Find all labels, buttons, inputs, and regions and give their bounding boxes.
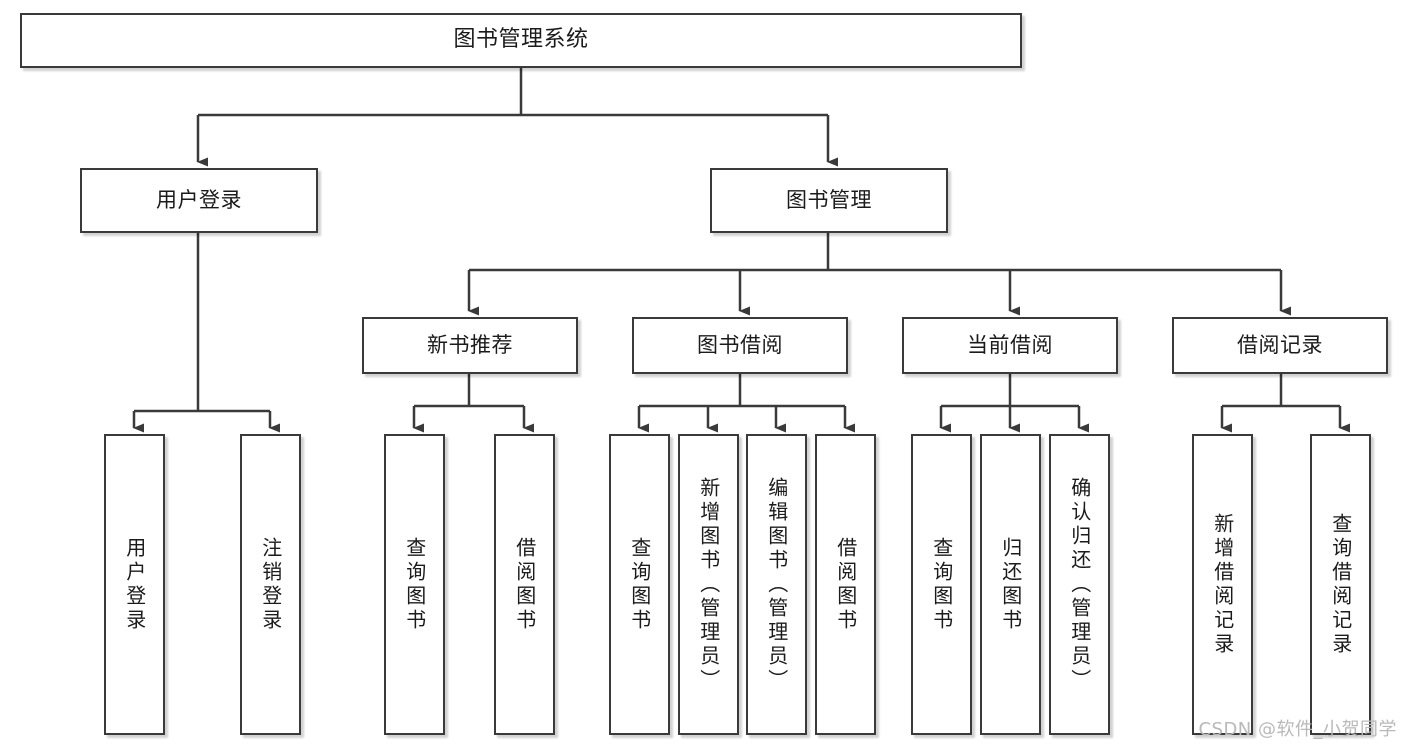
node-leaf-add-book-label: 新增图书（管理员）: [696, 476, 721, 693]
node-leaf-query-book-1-label: 查询图书: [402, 536, 427, 633]
node-leaf-confirm-return[interactable]: 确认归还（管理员）: [1049, 434, 1110, 735]
node-root-label: 图书管理系统: [453, 27, 589, 53]
node-leaf-user-logout-label: 注销登录: [258, 536, 283, 633]
node-borrow-record[interactable]: 借阅记录: [1172, 317, 1388, 374]
node-leaf-return-book[interactable]: 归还图书: [980, 434, 1041, 735]
node-leaf-query-book-3[interactable]: 查询图书: [911, 434, 972, 735]
node-current-borrow-label: 当前借阅: [967, 332, 1053, 357]
node-leaf-confirm-return-label: 确认归还（管理员）: [1067, 476, 1092, 693]
node-user-login[interactable]: 用户登录: [80, 168, 318, 233]
node-book-borrow-label: 图书借阅: [697, 332, 783, 357]
node-leaf-edit-book-label: 编辑图书（管理员）: [764, 476, 789, 693]
node-current-borrow[interactable]: 当前借阅: [902, 317, 1118, 374]
node-leaf-query-book-2-label: 查询图书: [627, 536, 652, 633]
node-leaf-borrow-book-2-label: 借阅图书: [833, 536, 858, 633]
node-book-manage[interactable]: 图书管理: [710, 168, 948, 233]
node-leaf-user-login-label: 用户登录: [122, 536, 147, 633]
node-leaf-borrow-book-2[interactable]: 借阅图书: [815, 434, 876, 735]
node-leaf-query-book-2[interactable]: 查询图书: [609, 434, 670, 735]
node-leaf-query-book-1[interactable]: 查询图书: [384, 434, 445, 735]
node-leaf-borrow-book-1-label: 借阅图书: [512, 536, 537, 633]
node-leaf-query-book-3-label: 查询图书: [929, 536, 954, 633]
node-leaf-add-record[interactable]: 新增借阅记录: [1192, 434, 1253, 735]
node-leaf-borrow-book-1[interactable]: 借阅图书: [494, 434, 555, 735]
node-leaf-add-record-label: 新增借阅记录: [1210, 512, 1235, 657]
node-borrow-record-label: 借阅记录: [1237, 332, 1323, 357]
node-leaf-return-book-label: 归还图书: [998, 536, 1023, 633]
node-root[interactable]: 图书管理系统: [20, 13, 1022, 68]
node-leaf-query-record[interactable]: 查询借阅记录: [1310, 434, 1371, 735]
node-leaf-query-record-label: 查询借阅记录: [1328, 512, 1353, 657]
node-leaf-user-login[interactable]: 用户登录: [104, 434, 165, 735]
node-new-book-rec-label: 新书推荐: [427, 332, 513, 357]
node-book-manage-label: 图书管理: [786, 187, 872, 212]
node-leaf-user-logout[interactable]: 注销登录: [240, 434, 301, 735]
node-user-login-label: 用户登录: [156, 187, 242, 212]
node-new-book-rec[interactable]: 新书推荐: [362, 317, 578, 374]
node-leaf-edit-book[interactable]: 编辑图书（管理员）: [746, 434, 807, 735]
node-book-borrow[interactable]: 图书借阅: [632, 317, 848, 374]
node-leaf-add-book[interactable]: 新增图书（管理员）: [678, 434, 739, 735]
